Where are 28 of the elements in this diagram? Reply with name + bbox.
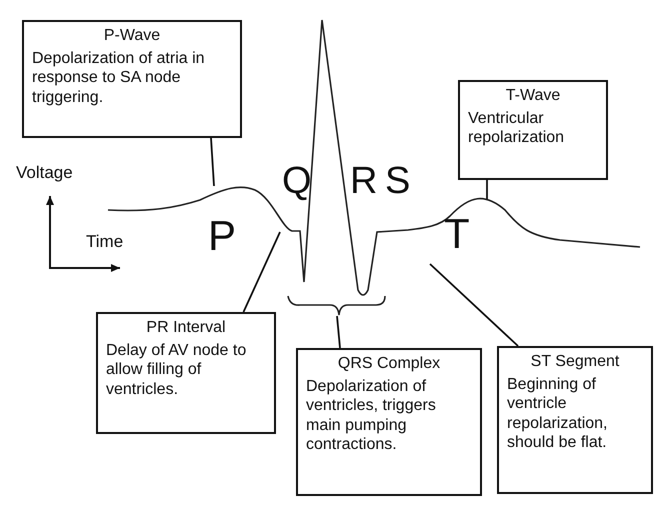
callout-heading: QRS Complex bbox=[336, 354, 442, 374]
callout-description: Beginning of ventricle repolarization, should be flat. bbox=[507, 374, 608, 453]
callout-description: Ventricular repolarization bbox=[468, 108, 566, 148]
wave-letter: S bbox=[385, 160, 410, 203]
wave-letter: Q bbox=[282, 160, 312, 203]
axis-label: Voltage bbox=[16, 163, 73, 183]
curly-bracket bbox=[287, 295, 387, 316]
leader-line bbox=[242, 232, 281, 312]
leader-line bbox=[210, 138, 215, 186]
leader-line bbox=[336, 316, 341, 348]
callout-box bbox=[96, 312, 276, 434]
callout-box bbox=[296, 348, 482, 496]
callout-box bbox=[458, 80, 608, 180]
callout-heading: PR Interval bbox=[145, 318, 227, 338]
wave-letter: P bbox=[208, 212, 236, 260]
axis-label: Time bbox=[86, 232, 124, 252]
callout-description: Delay of AV node to allow filling of ventricles. bbox=[106, 340, 248, 400]
wave-letter: R bbox=[350, 160, 378, 203]
leader-line bbox=[486, 180, 488, 199]
callout-heading: ST Segment bbox=[530, 352, 620, 372]
callout-description: Depolarization of atria in response to SA node triggering. bbox=[32, 48, 206, 108]
callout-box bbox=[497, 346, 653, 494]
wave-letter: T bbox=[444, 210, 470, 258]
callout-heading: T-Wave bbox=[504, 86, 562, 106]
leader-line bbox=[429, 263, 519, 347]
callout-heading: P-Wave bbox=[102, 26, 162, 46]
callout-description: Depolarization of ventricles, triggers main pumping contractions. bbox=[306, 376, 437, 455]
callout-box bbox=[22, 20, 242, 138]
